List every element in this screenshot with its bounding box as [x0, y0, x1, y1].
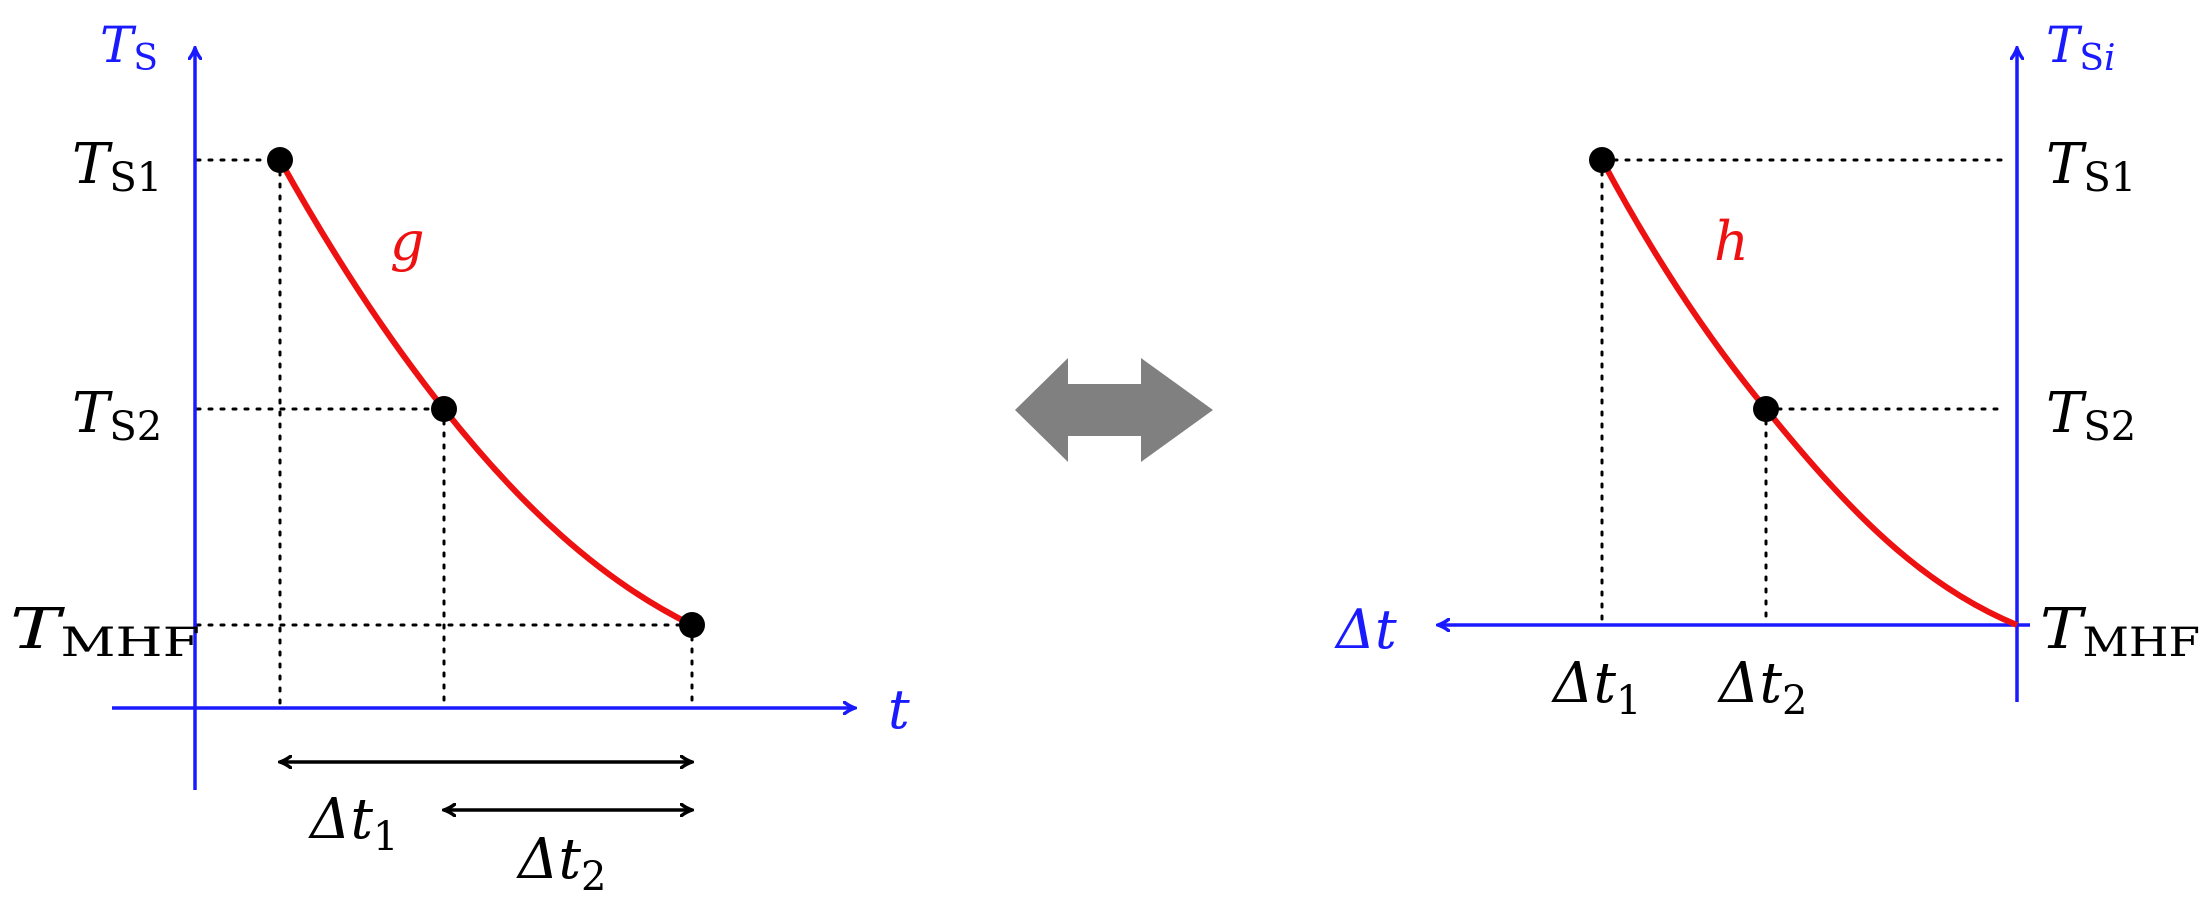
right-xtick-dt2: Δt2: [1717, 651, 1807, 724]
left-ytick-ts2: TS2: [72, 381, 162, 450]
right-curve-label-h: h: [1714, 210, 1749, 273]
left-point-2: [431, 396, 457, 422]
left-ytick-ts1: TS1: [72, 132, 162, 201]
left-interval-label-1: Δt1: [308, 787, 398, 860]
right-ytick-ts1: TS1: [2046, 132, 2136, 201]
left-interval-label-2: Δt2: [516, 827, 606, 900]
left-curve-label-g: g: [390, 210, 425, 273]
left-guides: [195, 158, 694, 710]
left-y-axis-label: TS: [100, 16, 158, 79]
right-y-axis-label: TSi: [2046, 16, 2116, 79]
right-xtick-dt1: Δt1: [1551, 651, 1641, 724]
left-point-3: [679, 612, 705, 638]
left-curve-g: [277, 158, 694, 628]
right-guides: [1600, 158, 2008, 627]
double-headed-arrow-icon: [1015, 358, 1213, 462]
right-ytick-ts2: TS2: [2046, 381, 2136, 450]
right-x-axis-label: Δt: [1334, 598, 1397, 661]
right-point-2: [1753, 396, 1779, 422]
right-curve-h: [1599, 158, 2019, 628]
right-point-1: [1589, 147, 1615, 173]
left-x-axis-label: t: [888, 678, 910, 741]
left-point-1: [267, 147, 293, 173]
